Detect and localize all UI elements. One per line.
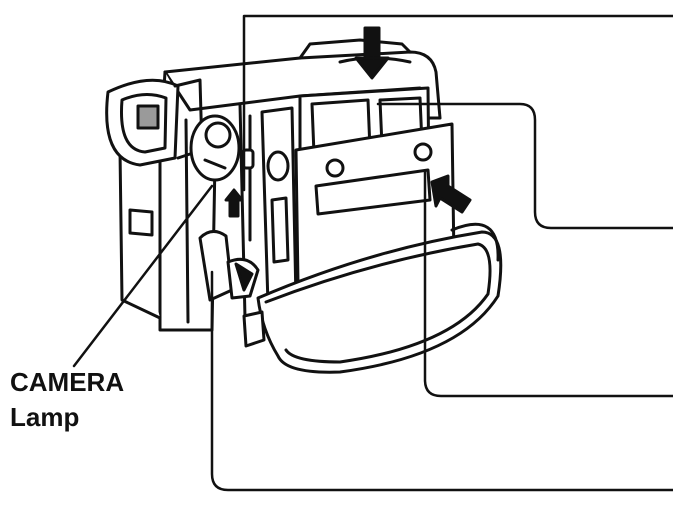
callout-line-bottom (210, 270, 673, 492)
release-arrow (430, 174, 472, 214)
callout-lines (72, 14, 673, 492)
camera-lamp (224, 148, 255, 218)
callout-line-cassette (376, 102, 673, 230)
zoom-lever (198, 230, 260, 302)
callout-line-release (423, 170, 673, 398)
viewfinder (105, 78, 204, 167)
camera-lamp-label-line1: CAMERA (10, 367, 125, 397)
mode-dial (189, 114, 241, 182)
callout-line-top (242, 14, 673, 192)
side-controls (260, 106, 298, 306)
cassette-cover (294, 86, 456, 290)
callout-line-lamp (72, 184, 214, 368)
camera-lamp-label-line2: Lamp (10, 402, 80, 432)
hand-strap (242, 222, 503, 374)
top-button-arrow (338, 26, 412, 80)
